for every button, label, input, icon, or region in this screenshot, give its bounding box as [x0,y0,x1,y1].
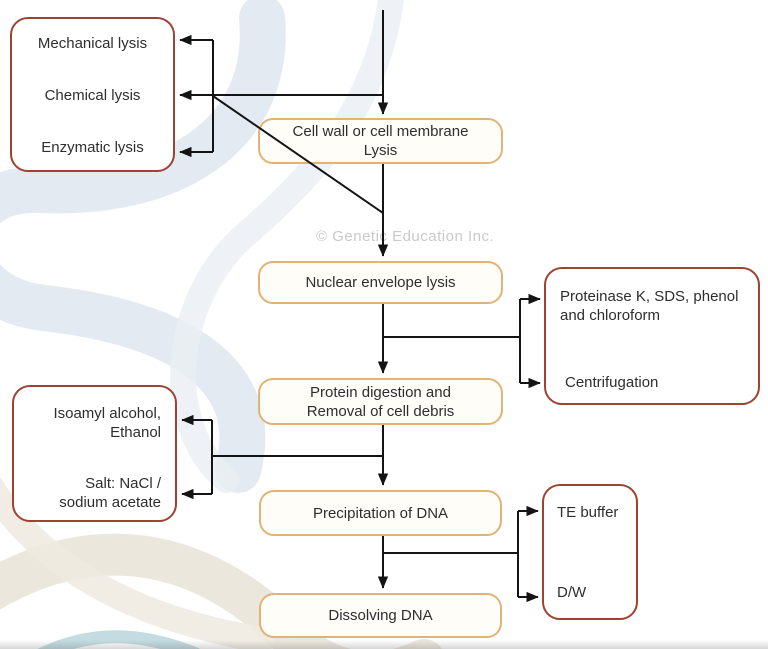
node-label: Protein digestion and [310,383,451,401]
node-dissolving-dna: Dissolving DNA [259,593,502,638]
lysis-method-label: Chemical lysis [44,87,141,104]
node-nuclear-envelope-lysis: Nuclear envelope lysis [258,261,503,304]
node-label: Nuclear envelope lysis [305,274,456,291]
reagent-label: Proteinase K, SDS, phenol and chloroform [560,288,739,324]
node-label: Precipitation of DNA [312,504,449,522]
node-label: Cell wall or cell membrane [292,123,469,140]
node-label: Lysis [363,142,398,159]
node-te-buffer-dw: TE buffer D/W [542,484,638,620]
reagent-label: Centrifugation [565,374,659,391]
node-proteinase-reagents: Proteinase K, SDS, phenol and chloroform… [544,267,760,405]
node-label: Dissolving DNA [328,607,433,624]
reagent-label: Salt: NaCl / sodium acetate [59,475,161,511]
reagent-label: TE buffer [557,504,619,521]
node-protein-digestion: Protein digestion and Removal of cell de… [258,378,503,425]
reagent-label: Isoamyl alcohol, Ethanol [53,405,161,441]
lysis-method-label: Mechanical lysis [37,35,148,52]
reagent-label: D/W [557,584,587,601]
node-precipitation-reagents: Isoamyl alcohol, Ethanol Salt: NaCl / so… [12,385,177,522]
node-cell-wall-lysis: Cell wall or cell membrane Lysis [258,118,503,164]
node-lysis-methods: Mechanical lysis Chemical lysis Enzymati… [10,17,175,172]
node-precipitation-dna: Precipitation of DNA [259,490,502,536]
node-label: Removal of cell debris [306,402,455,420]
bottom-shadow-band [0,640,768,649]
lysis-method-label: Enzymatic lysis [41,139,144,156]
watermark-text: © Genetic Education Inc. [316,228,495,245]
